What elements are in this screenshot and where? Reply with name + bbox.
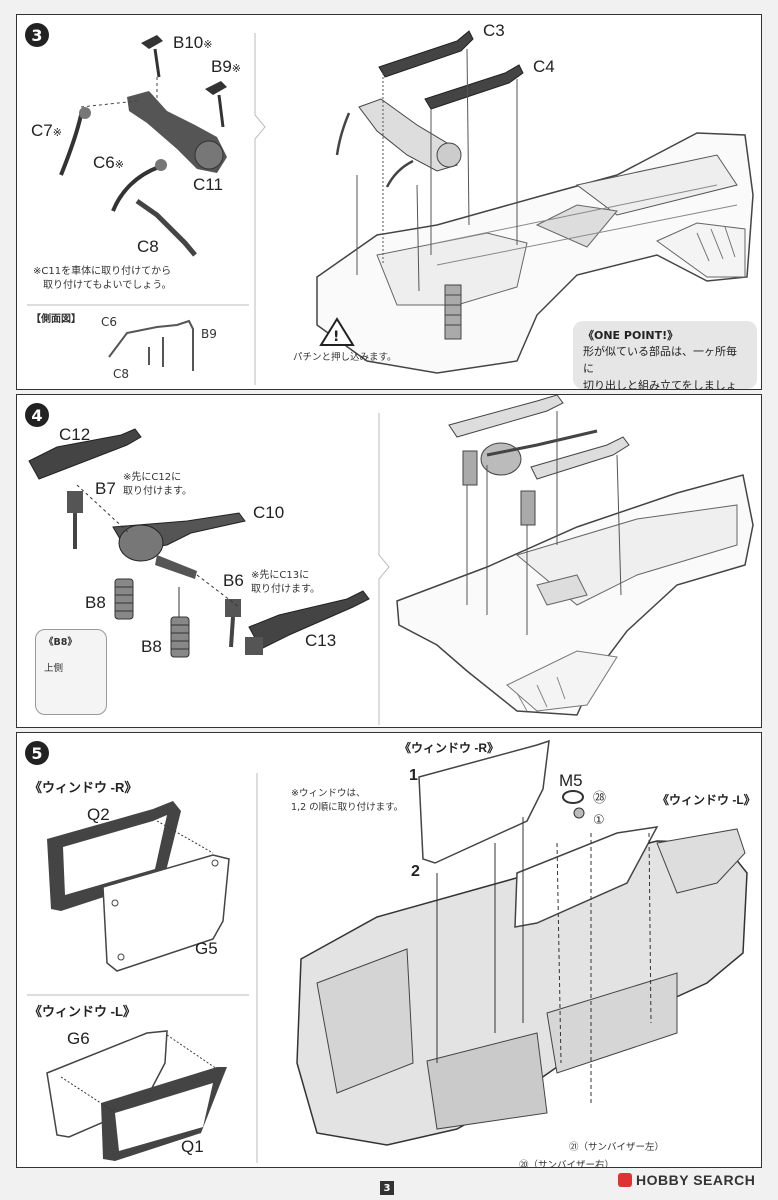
hobby-search-icon xyxy=(618,1173,632,1187)
one-point-body: 形が似ている部品は、一ヶ所毎に 切り出しと組み立てをしましょう。 xyxy=(583,345,737,390)
one-point-title: 《ONE POINT!》 xyxy=(583,329,679,342)
b6-note: ※先にC13に 取り付けます。 xyxy=(251,570,320,595)
step-4-illustration xyxy=(28,395,754,725)
part-c4-label: C4 xyxy=(533,57,555,76)
step-4-panel: 4 xyxy=(16,394,762,728)
side-c8-label: C8 xyxy=(113,367,130,381)
step-5-panel: 5 《ウィンドウ - xyxy=(16,732,762,1168)
part-c13-label: C13 xyxy=(305,631,337,650)
window-l-title: 《ウィンドウ -L》 xyxy=(29,1004,136,1019)
b7-note: ※先にC12に 取り付けます。 xyxy=(123,472,192,497)
step-3-panel: 3 xyxy=(16,14,762,390)
order-step-2: 2 xyxy=(411,863,420,880)
part-c3-label: C3 xyxy=(483,21,505,40)
part-c12-label: C12 xyxy=(59,425,91,444)
logo-text: HOBBY SEARCH xyxy=(636,1172,756,1188)
part-b10-label: B10※ xyxy=(173,33,213,52)
svg-text:!: ! xyxy=(333,329,339,345)
step-number: 4 xyxy=(25,403,49,427)
side-view-title: 【側面図】 xyxy=(31,314,81,325)
part-g5-label: G5 xyxy=(195,939,218,958)
side-c6-label: C6 xyxy=(101,315,118,329)
b8-orientation-box: 《B8》 上側 xyxy=(35,629,107,715)
c11-note: ※C11を車体に取り付けてから 取り付けてもよいでしょう。 xyxy=(33,266,172,291)
step-number: 5 xyxy=(25,741,49,765)
part-c6-label: C6※ xyxy=(93,153,124,172)
part-m5-label: M5 xyxy=(559,771,583,790)
part-q1-label: Q1 xyxy=(181,1137,204,1156)
decal-1-label: ① xyxy=(593,813,605,828)
sunvisor-left-label: ㉑（サンバイザー左） xyxy=(569,1142,665,1153)
part-b8-label-2: B8 xyxy=(141,637,162,656)
part-c10-label: C10 xyxy=(253,503,285,522)
step-5-illustration xyxy=(27,739,748,1163)
main-window-l-title: 《ウィンドウ -L》 xyxy=(657,793,756,807)
window-r-title: 《ウィンドウ -R》 xyxy=(29,780,138,795)
part-b8-label-1: B8 xyxy=(85,593,106,612)
side-b9-label: B9 xyxy=(201,327,217,341)
sunvisor-right-label: ⑳（サンバイザー右） xyxy=(519,1160,615,1168)
part-b7-label: B7 xyxy=(95,479,116,498)
decal-28-label: ㉘ xyxy=(593,791,607,806)
part-q2-label: Q2 xyxy=(87,805,110,824)
one-point-box: 《ONE POINT!》 形が似ている部品は、一ヶ所毎に 切り出しと組み立てをし… xyxy=(573,321,757,389)
part-c7-label: C7※ xyxy=(31,121,62,140)
part-c8-label: C8 xyxy=(137,237,159,256)
step-3-illustration: ! xyxy=(27,30,754,385)
part-c11-label: C11 xyxy=(193,175,223,194)
page-number: 3 xyxy=(380,1181,394,1195)
hobby-search-logo: HOBBY SEARCH xyxy=(618,1172,755,1188)
order-note-line-1: ※ウィンドウは、 xyxy=(291,788,366,799)
order-note-line-2: 1,2 の順に取り付けます。 xyxy=(291,802,404,813)
part-b6-label: B6 xyxy=(223,571,244,590)
step-number: 3 xyxy=(25,23,49,47)
order-step-1: 1 xyxy=(409,767,418,784)
main-window-r-title: 《ウィンドウ -R》 xyxy=(399,741,499,755)
b8-box-up-label: 上側 xyxy=(44,663,64,674)
press-note: パチンと押し込みます。 xyxy=(293,352,397,363)
b8-box-title: 《B8》 xyxy=(44,637,77,648)
part-b9-label: B9※ xyxy=(211,57,242,76)
part-g6-label: G6 xyxy=(67,1029,90,1048)
